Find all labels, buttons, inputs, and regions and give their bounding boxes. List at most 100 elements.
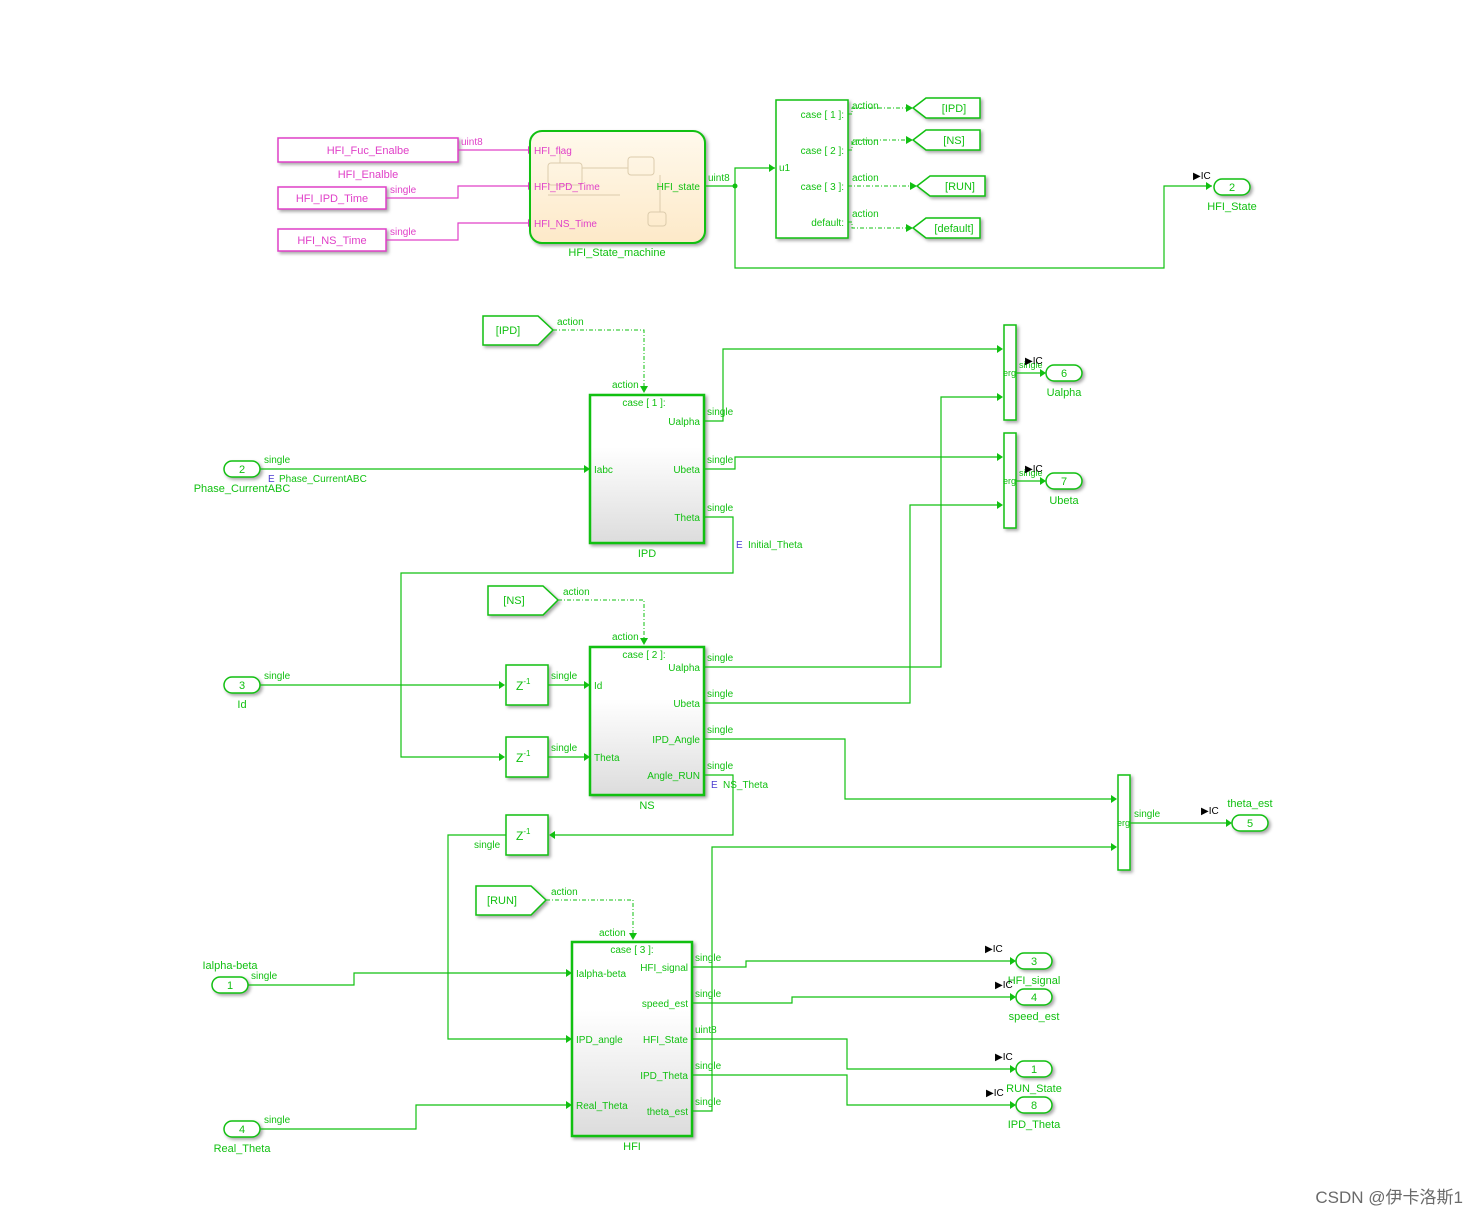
- port-label: theta_est: [647, 1107, 688, 1118]
- arrowhead: [1206, 182, 1212, 190]
- case-label: case [ 2 ]:: [801, 146, 844, 157]
- switch-case-block[interactable]: u1 case [ 1 ]: case [ 2 ]: case [ 3 ]: d…: [775, 99, 849, 239]
- ic-marker: ▶IC: [985, 944, 1003, 955]
- bus-marker: E: [268, 474, 275, 485]
- from-ns[interactable]: [NS]: [487, 585, 560, 616]
- input-hfi-fuc-enable[interactable]: HFI_Fuc_Enalbe HFI_Enalble: [277, 137, 459, 181]
- wire: [555, 774, 734, 836]
- arrowhead: [1040, 369, 1046, 377]
- goto-default[interactable]: [default]: [911, 217, 981, 239]
- port-name: Ualpha: [1047, 387, 1083, 399]
- input-hfi-ns-time[interactable]: HFI_NS_Time: [277, 228, 387, 252]
- goto-ipd[interactable]: [IPD]: [911, 97, 981, 119]
- merge-ubeta[interactable]: erg: [1003, 432, 1017, 529]
- from-label: [NS]: [503, 595, 524, 607]
- ns-subsystem[interactable]: action case [ 2 ]: Id Theta Ualpha Ubeta…: [588, 632, 706, 797]
- port-label: IPD_Theta: [640, 1071, 688, 1082]
- wire: [386, 222, 528, 241]
- unit-delay-id[interactable]: Z-1: [505, 664, 549, 706]
- goto-run[interactable]: [RUN]: [915, 175, 986, 197]
- type-label: single: [695, 989, 722, 1000]
- port-label: Theta: [594, 753, 620, 764]
- port-label: IPD_Angle: [652, 735, 700, 746]
- wire: [447, 834, 566, 1040]
- type-label: single: [551, 671, 578, 682]
- type-label: single: [695, 1097, 722, 1108]
- arrowhead: [906, 104, 913, 112]
- outport-speed-est[interactable]: 4 speed_est: [1009, 988, 1060, 1023]
- arrowhead: [584, 753, 590, 761]
- input-hfi-ipd-time[interactable]: HFI_IPD_Time: [277, 186, 387, 210]
- arrowhead: [1010, 1101, 1016, 1109]
- arrowhead: [1111, 795, 1117, 803]
- arrowhead: [640, 638, 648, 645]
- port-name: Real_Theta: [214, 1143, 272, 1155]
- inport-real-theta[interactable]: 4 Real_Theta: [214, 1120, 272, 1155]
- inport-ialpha-beta[interactable]: 1 Ialpha-beta: [202, 960, 258, 994]
- port-name: Ubeta: [1049, 495, 1079, 507]
- action-line: [848, 221, 908, 229]
- type-label: uint8: [461, 137, 483, 148]
- outport-hfi-signal[interactable]: 3 HFI_signal: [1008, 952, 1061, 987]
- ic-marker: ▶IC: [986, 1088, 1004, 1099]
- wire: [692, 1038, 1010, 1070]
- wire: [692, 1074, 1010, 1106]
- type-label: single: [390, 185, 417, 196]
- port-name: Phase_CurrentABC: [194, 483, 291, 495]
- merge-label: erg: [1117, 818, 1130, 828]
- port-name: speed_est: [1009, 1011, 1060, 1023]
- from-run[interactable]: [RUN]: [475, 885, 548, 916]
- ic-marker: ▶IC: [995, 1052, 1013, 1063]
- wire: [704, 738, 1111, 800]
- merge-ualpha[interactable]: erg: [1003, 324, 1017, 421]
- outport-ipd-theta[interactable]: 8 IPD_Theta: [1008, 1096, 1061, 1131]
- port-name: Id: [237, 699, 246, 711]
- port-label: Ualpha: [668, 417, 700, 428]
- port-label: HFI_NS_Time: [534, 219, 597, 230]
- port-label: u1: [779, 163, 791, 174]
- hfi-subsystem[interactable]: action case [ 3 ]: Ialpha-beta IPD_angle…: [570, 928, 694, 1138]
- outport-run-state[interactable]: 1 RUN_State: [1006, 1060, 1062, 1095]
- bus-label: Phase_CurrentABC: [279, 474, 367, 485]
- type-label: single: [264, 671, 291, 682]
- from-ipd[interactable]: [IPD]: [482, 315, 555, 346]
- ipd-subsystem[interactable]: action case [ 1 ]: Iabc Ualpha Ubeta The…: [588, 380, 706, 545]
- wire: [734, 185, 1212, 269]
- outport-ualpha[interactable]: 6 Ualpha: [1045, 364, 1083, 399]
- arrowhead: [584, 681, 590, 689]
- type-label: uint8: [708, 173, 730, 184]
- type-label: single: [264, 1115, 291, 1126]
- inport-id[interactable]: 3 Id: [223, 676, 261, 711]
- goto-ns[interactable]: [NS]: [911, 129, 981, 151]
- state-machine-chart[interactable]: HFI_flag HFI_IPD_Time HFI_NS_Time HFI_st…: [529, 130, 706, 244]
- port-number: 3: [239, 680, 245, 692]
- outport-hfi-state[interactable]: 2 HFI_State: [1207, 178, 1257, 213]
- port-label: HFI_State: [643, 1035, 688, 1046]
- action-label: action: [563, 587, 590, 598]
- action-label: action: [852, 101, 879, 112]
- port-number: 2: [239, 464, 245, 476]
- inport-phase-current[interactable]: 2 Phase_CurrentABC: [194, 460, 291, 495]
- goto-label: [IPD]: [942, 103, 966, 115]
- input-caption: HFI_Enalble: [338, 169, 399, 181]
- wire: [692, 996, 1010, 1004]
- ic-marker: ▶IC: [1025, 356, 1043, 367]
- outport-theta-est[interactable]: 5 theta_est: [1227, 798, 1273, 832]
- wire: [704, 396, 997, 668]
- type-label: single: [390, 227, 417, 238]
- action-label: action: [852, 209, 879, 220]
- port-name: Ialpha-beta: [202, 960, 258, 972]
- port-number: 6: [1061, 368, 1067, 380]
- unit-delay-theta[interactable]: Z-1: [505, 736, 549, 778]
- arrowhead: [1111, 843, 1117, 851]
- merge-theta[interactable]: erg: [1117, 774, 1131, 871]
- type-label: single: [707, 725, 734, 736]
- port-number: 8: [1031, 1100, 1037, 1112]
- chart-preview: [547, 150, 667, 227]
- action-port-label: action: [599, 928, 626, 939]
- merge-label: erg: [1003, 368, 1016, 378]
- type-label: single: [707, 407, 734, 418]
- outport-ubeta[interactable]: 7 Ubeta: [1045, 472, 1083, 507]
- unit-delay-angle[interactable]: Z-1: [505, 814, 549, 856]
- wire: [704, 504, 997, 704]
